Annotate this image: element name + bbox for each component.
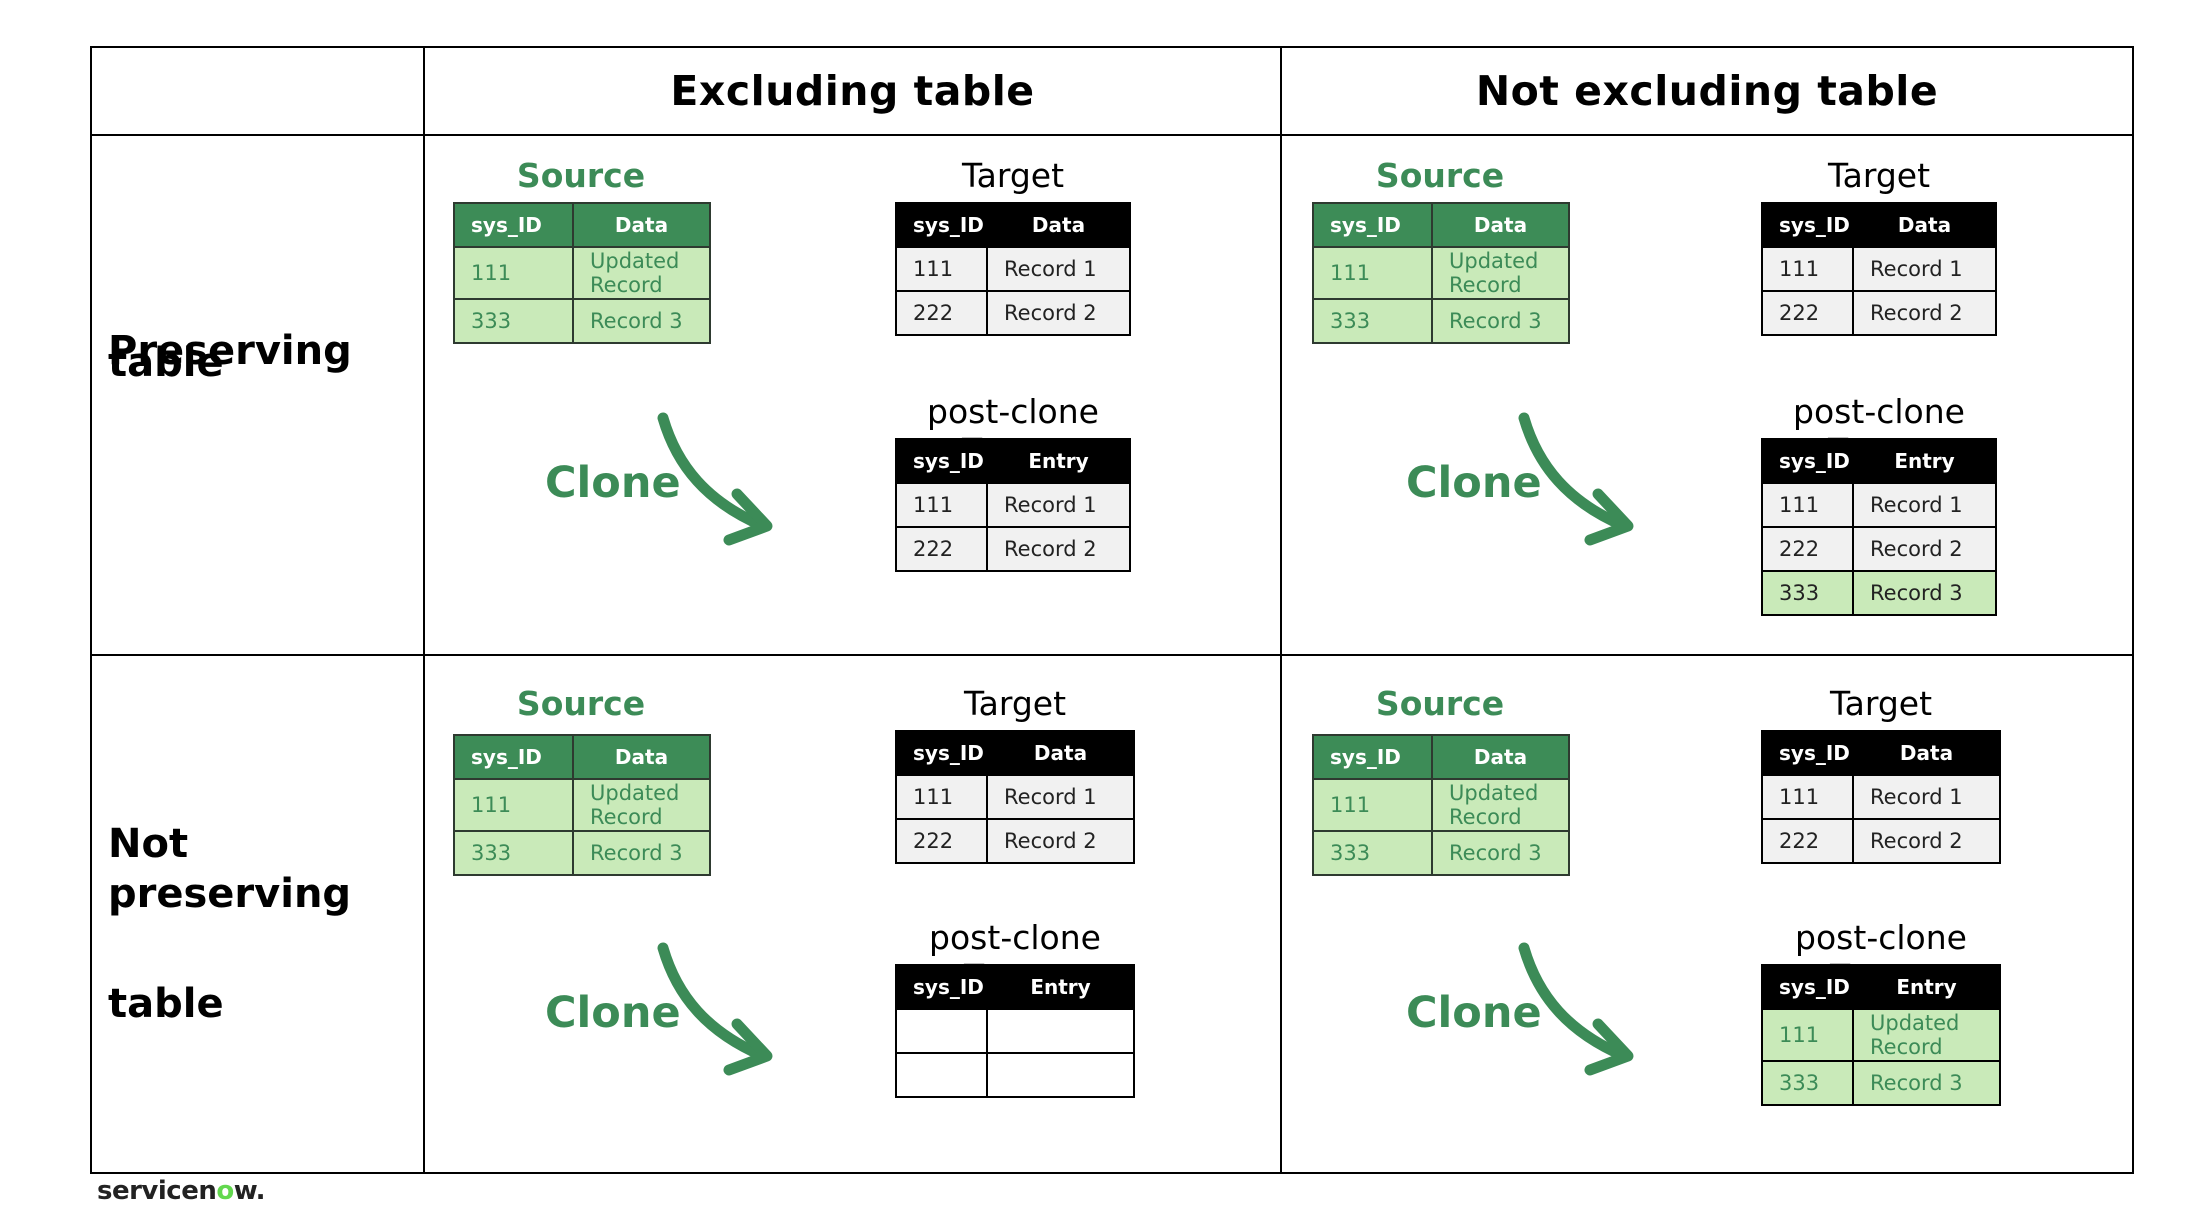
source-title: Source	[1375, 684, 1505, 723]
target-title: Target	[961, 156, 1065, 195]
col-data: Data	[1431, 202, 1570, 248]
corner-cell	[92, 48, 425, 136]
col-sys-id: sys_ID	[895, 730, 988, 776]
table-row	[895, 1052, 1135, 1098]
col-data: Data	[1852, 202, 1997, 248]
col-data: Data	[986, 730, 1135, 776]
source-title: Source	[516, 156, 646, 195]
col-sys-id: sys_ID	[453, 202, 574, 248]
row-label-line1: Preserving	[108, 328, 352, 374]
column-header-not-excluding: Not excluding table	[1282, 48, 2132, 136]
col-sys-id: sys_ID	[1312, 734, 1433, 780]
row-header-not-preserving: Not preserving table	[92, 656, 425, 1172]
col-entry: Entry	[986, 964, 1135, 1010]
clone-label: Clone	[1406, 988, 1542, 1038]
col-sys-id: sys_ID	[1761, 438, 1854, 484]
col-sys-id: sys_ID	[1312, 202, 1433, 248]
column-header-excluding: Excluding table	[425, 48, 1282, 136]
source-title: Source	[1375, 156, 1505, 195]
col-entry: Entry	[1852, 964, 2001, 1010]
col-data: Data	[572, 202, 711, 248]
clone-arrow-icon	[1518, 412, 1634, 546]
col-sys-id: sys_ID	[1761, 730, 1854, 776]
clone-matrix: Excluding table Not excluding table Pres…	[90, 46, 2134, 1174]
col-data: Data	[986, 202, 1131, 248]
clone-label: Clone	[545, 988, 681, 1038]
col-sys-id: sys_ID	[453, 734, 574, 780]
col-sys-id: sys_ID	[1761, 202, 1854, 248]
target-title: Target	[1829, 684, 1933, 723]
clone-label: Clone	[545, 458, 681, 508]
col-entry: Entry	[1852, 438, 1997, 484]
clone-arrow-icon	[657, 942, 773, 1076]
clone-arrow-icon	[657, 412, 773, 546]
col-data: Data	[1431, 734, 1570, 780]
target-title: Target	[963, 684, 1067, 723]
table-row	[895, 1008, 1135, 1054]
target-title: Target	[1827, 156, 1931, 195]
row-label-line2: table	[108, 981, 224, 1027]
col-data: Data	[1852, 730, 2001, 776]
clone-arrow-icon	[1518, 942, 1634, 1076]
servicenow-logo: servicenow.	[97, 1176, 265, 1206]
col-data: Data	[572, 734, 711, 780]
row-label-line1: Not preserving	[108, 821, 352, 917]
col-sys-id: sys_ID	[1761, 964, 1854, 1010]
source-title: Source	[516, 684, 646, 723]
col-sys-id: sys_ID	[895, 964, 988, 1010]
col-sys-id: sys_ID	[895, 202, 988, 248]
row-label-line2: table	[108, 340, 224, 386]
col-entry: Entry	[986, 438, 1131, 484]
clone-label: Clone	[1406, 458, 1542, 508]
col-sys-id: sys_ID	[895, 438, 988, 484]
